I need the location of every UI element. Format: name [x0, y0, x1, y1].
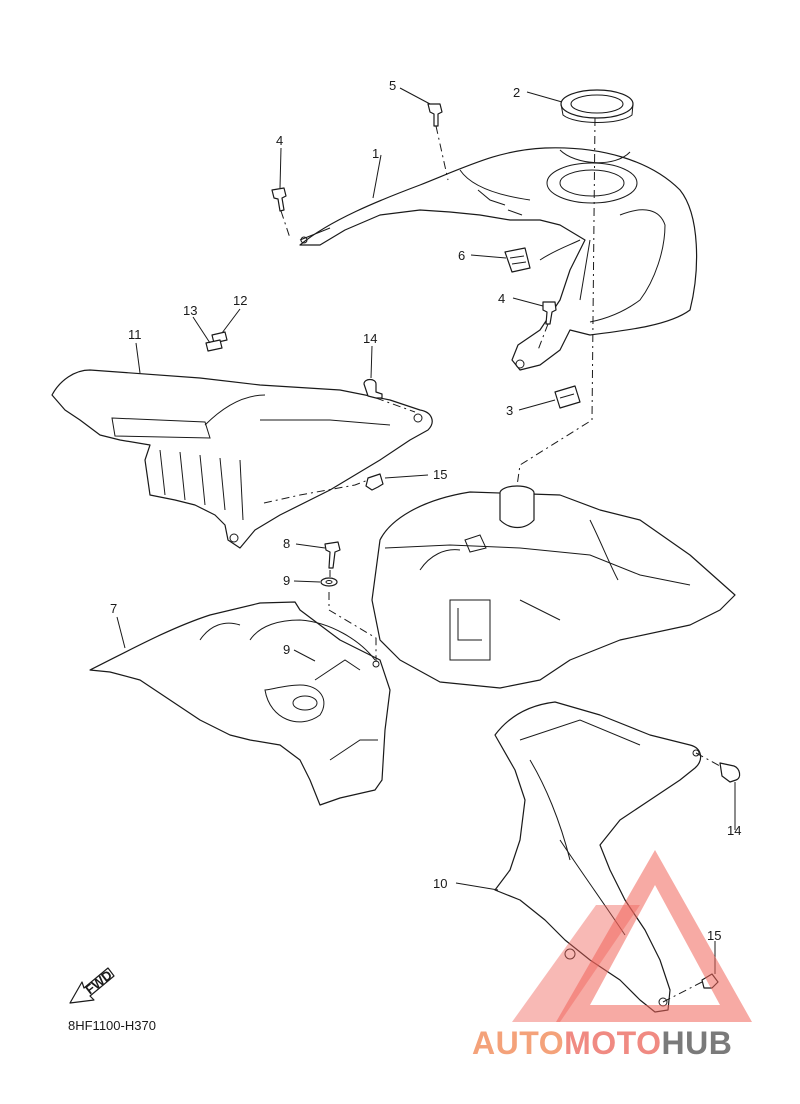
label-13 — [205, 339, 223, 352]
callout-9-lower: 9 — [283, 642, 290, 657]
callout-15-lower: 15 — [707, 928, 721, 943]
callout-5: 5 — [389, 78, 396, 93]
bolt-14-upper — [363, 378, 383, 399]
label-12 — [211, 331, 228, 344]
watermark-auto: AUTO — [472, 1025, 564, 1061]
callout-3: 3 — [506, 403, 513, 418]
fuel-tank-cover — [299, 147, 698, 371]
callout-1: 1 — [372, 146, 379, 161]
diagram-code: 8HF1100-H370 — [68, 1018, 156, 1033]
washer-9-upper — [320, 577, 338, 587]
bolt-5 — [427, 103, 443, 127]
callout-9-upper: 9 — [283, 573, 290, 588]
callout-13: 13 — [183, 303, 197, 318]
fuel-tank — [371, 485, 736, 689]
bolt-15-upper — [365, 473, 384, 491]
bolt-4-top — [271, 187, 287, 212]
side-cover-left — [51, 369, 433, 549]
callout-labels: 1 2 3 4 4 5 6 7 8 9 9 10 11 12 13 14 14 … — [110, 78, 741, 943]
callout-12: 12 — [233, 293, 247, 308]
callout-10: 10 — [433, 876, 447, 891]
watermark-hub: HUB — [661, 1025, 732, 1061]
side-cover-right — [494, 701, 702, 1013]
callout-14-lower: 14 — [727, 823, 741, 838]
watermark-logo: AUTOMOTOHUB — [472, 850, 752, 1061]
callout-14-upper: 14 — [363, 331, 377, 346]
watermark-text: AUTOMOTOHUB — [472, 1025, 732, 1061]
fuel-cap-grommet — [560, 89, 634, 123]
callout-4-right: 4 — [498, 291, 505, 306]
watermark-moto: MOTO — [564, 1025, 661, 1061]
callout-6: 6 — [458, 248, 465, 263]
clip-3 — [554, 385, 581, 409]
callout-8: 8 — [283, 536, 290, 551]
fwd-arrow-icon: FWD — [69, 967, 115, 1004]
watermark-triangle-icon — [556, 850, 752, 1022]
bolt-4-right — [542, 301, 557, 325]
callout-7: 7 — [110, 601, 117, 616]
callout-11: 11 — [128, 327, 142, 342]
lower-cover-7 — [89, 601, 391, 806]
assembly-lines — [263, 117, 721, 1003]
bolt-8 — [324, 541, 341, 569]
clip-6 — [504, 247, 531, 273]
callout-2: 2 — [513, 85, 520, 100]
bolt-14-lower — [719, 762, 741, 783]
callout-15-upper: 15 — [433, 467, 447, 482]
callout-4-top: 4 — [276, 133, 283, 148]
